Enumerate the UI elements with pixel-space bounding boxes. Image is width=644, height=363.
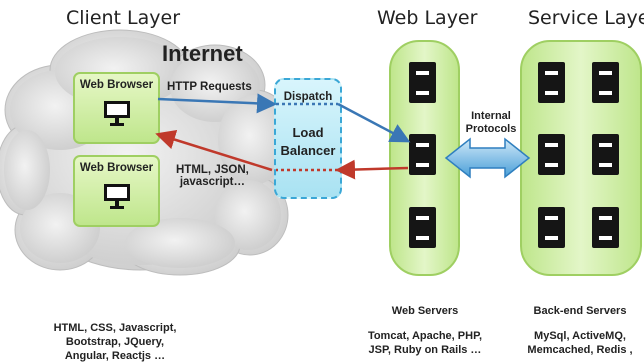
web-browser-box-1[interactable]: Web Browser <box>73 72 160 144</box>
load-balancer-line-2: Balancer <box>280 143 336 158</box>
backend-servers-caption: MySql, ActiveMQ, Memcached, Redis , <box>516 329 644 357</box>
backend-servers-title: Back-end Servers <box>533 305 627 317</box>
monitor-icon <box>104 184 130 209</box>
backend-server-icon[interactable] <box>538 62 565 103</box>
web-server-icon[interactable] <box>409 62 436 103</box>
web-caption-line-1: Tomcat, Apache, PHP, <box>367 330 483 342</box>
web-servers-caption: Tomcat, Apache, PHP, JSP, Ruby on Rails … <box>350 329 500 357</box>
internal-line-2: Protocols <box>465 123 517 135</box>
load-balancer[interactable]: Dispatch Load Balancer <box>274 78 342 199</box>
response-label: HTML, JSON, javascript… <box>176 164 249 188</box>
backend-server-icon[interactable] <box>592 134 619 175</box>
client-layer-title: Client Layer <box>66 7 181 29</box>
response-line-1: HTML, JSON, <box>176 164 249 176</box>
backend-server-icon[interactable] <box>538 134 565 175</box>
monitor-icon <box>104 101 130 126</box>
client-caption-line-2: Bootstrap, JQuery, <box>65 336 165 348</box>
internal-line-1: Internal <box>471 110 511 122</box>
response-line-2: javascript… <box>179 176 246 188</box>
http-requests-label: HTTP Requests <box>167 81 252 93</box>
web-browser-label: Web Browser <box>79 79 154 91</box>
web-server-icon[interactable] <box>409 207 436 248</box>
web-browser-box-2[interactable]: Web Browser <box>73 155 160 227</box>
dispatch-label: Dispatch <box>283 91 333 103</box>
backend-server-icon[interactable] <box>592 62 619 103</box>
client-caption-line-1: HTML, CSS, Javascript, <box>53 322 177 334</box>
web-server-icon[interactable] <box>409 134 436 175</box>
service-caption-line-1: MySql, ActiveMQ, <box>534 330 626 342</box>
client-caption: HTML, CSS, Javascript, Bootstrap, JQuery… <box>0 321 230 363</box>
load-balancer-line-1: Load <box>292 125 324 140</box>
load-balancer-label: Load Balancer <box>276 124 340 160</box>
service-layer-title: Service Layer <box>528 7 644 29</box>
web-layer-title: Web Layer <box>377 7 478 29</box>
web-servers-title: Web Servers <box>391 305 459 317</box>
web-browser-label: Web Browser <box>79 162 154 174</box>
service-caption-line-2: Memcached, Redis , <box>527 344 633 356</box>
backend-server-icon[interactable] <box>592 207 619 248</box>
backend-server-icon[interactable] <box>538 207 565 248</box>
internet-label: Internet <box>162 41 243 66</box>
internal-protocols-label: Internal Protocols <box>460 110 522 136</box>
web-caption-line-2: JSP, Ruby on Rails … <box>368 344 482 356</box>
client-caption-line-3: Angular, Reactjs … <box>64 350 166 362</box>
